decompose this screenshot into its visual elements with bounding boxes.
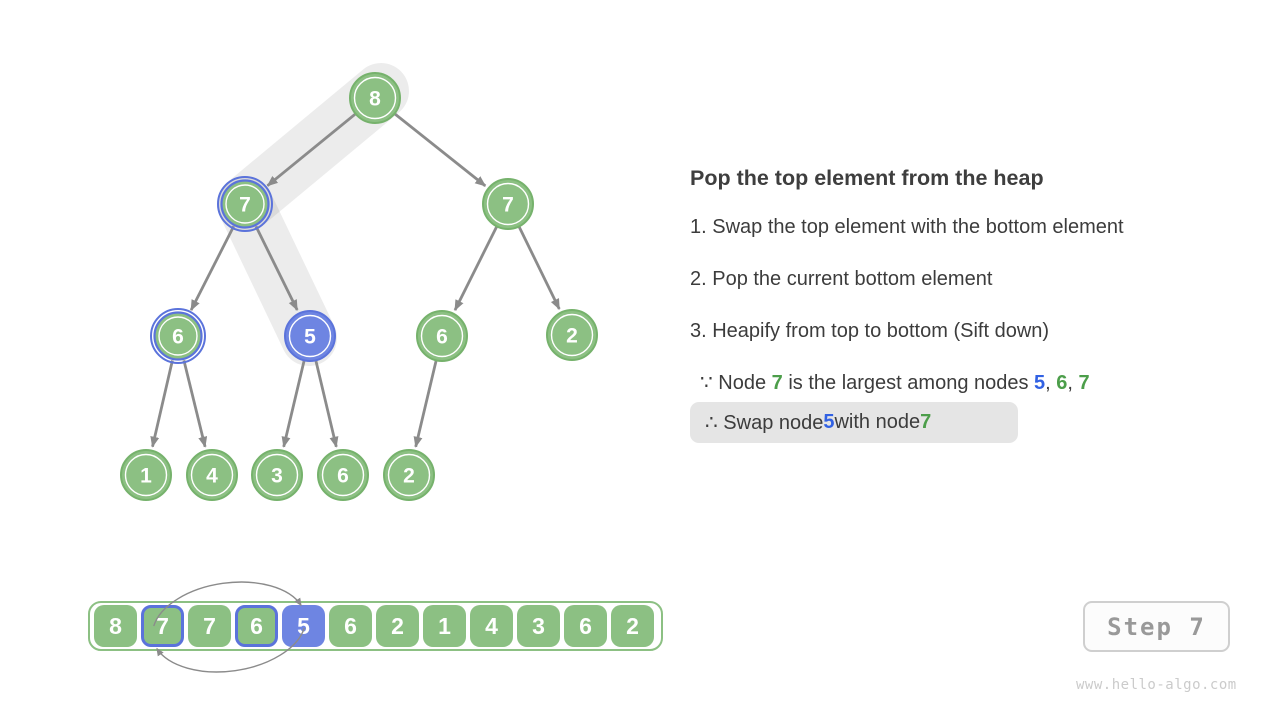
- node-ref-green: 7: [771, 372, 783, 394]
- because-text: ,: [1045, 372, 1057, 394]
- node-value: 3: [271, 465, 283, 488]
- node-value: 7: [239, 194, 251, 217]
- instruction-step-2: 2. Pop the current bottom element: [690, 268, 993, 290]
- array-cell: 4: [470, 605, 513, 647]
- because-text: is the largest among nodes: [782, 372, 1035, 394]
- step-counter-badge[interactable]: Step 7: [1083, 601, 1230, 652]
- tree-node-root: 8: [349, 72, 401, 124]
- array-cell-blue-fill: 5: [282, 605, 325, 647]
- instruction-step-1: 1. Swap the top element with the bottom …: [690, 216, 1124, 238]
- tree-node: 1: [120, 449, 172, 501]
- tree-node: 2: [546, 309, 598, 361]
- array-cell: 2: [376, 605, 419, 647]
- tree-edges: [150, 112, 561, 448]
- tree-node-blue-ring: 7: [217, 176, 273, 232]
- array-cell-blue-border: 6: [235, 605, 278, 647]
- tree-node: 2: [383, 449, 435, 501]
- heap-array: 8 7 7 6 5 6 2 1 4 3 6 2: [88, 601, 663, 651]
- panel-title: Pop the top element from the heap: [690, 166, 1044, 190]
- array-cell: 3: [517, 605, 560, 647]
- node-value: 2: [566, 325, 578, 348]
- node-value: 1: [140, 465, 152, 488]
- because-note: ∵ Node 7 is the largest among nodes 5, 6…: [700, 370, 1090, 395]
- swap-arrows-ellipse: [153, 581, 305, 673]
- node-ref-green: 7: [1078, 372, 1090, 394]
- array-cell: 7: [188, 605, 231, 647]
- tree-node: 3: [251, 449, 303, 501]
- node-value: 6: [337, 465, 349, 488]
- tree-node-blue-fill: 5: [284, 310, 336, 362]
- array-cell: 6: [329, 605, 372, 647]
- node-ref-blue: 5: [1034, 372, 1046, 394]
- tree-node-blue-ring: 6: [150, 308, 206, 364]
- node-ref-green: 6: [1056, 372, 1068, 394]
- node-value: 6: [172, 326, 184, 349]
- heap-tree-diagram: 8 7 7 6 5: [120, 63, 598, 501]
- array-cell: 2: [611, 605, 654, 647]
- array-cell: 1: [423, 605, 466, 647]
- therefore-text: with node: [834, 411, 921, 433]
- therefore-text: ∴ Swap node: [705, 412, 824, 434]
- therefore-action-box: ∴ Swap node 5 with node 7: [690, 402, 1018, 443]
- because-text: ∵ Node: [700, 372, 772, 394]
- array-cell: 8: [94, 605, 137, 647]
- node-ref-blue: 5: [823, 411, 835, 433]
- tree-node: 6: [317, 449, 369, 501]
- node-value: 6: [436, 326, 448, 349]
- instruction-step-3: 3. Heapify from top to bottom (Sift down…: [690, 320, 1050, 342]
- tree-node: 6: [416, 310, 468, 362]
- node-ref-green: 7: [920, 411, 932, 433]
- tree-node: 4: [186, 449, 238, 501]
- array-cell: 6: [564, 605, 607, 647]
- node-value: 7: [502, 194, 514, 217]
- node-value: 4: [206, 465, 218, 488]
- node-value: 5: [304, 326, 316, 349]
- node-value: 8: [369, 88, 381, 111]
- node-value: 2: [403, 465, 415, 488]
- tree-nodes: 8 7 7 6 5: [120, 72, 598, 501]
- site-watermark: www.hello-algo.com: [1076, 677, 1237, 693]
- tree-node: 7: [482, 178, 534, 230]
- because-text: ,: [1067, 372, 1079, 394]
